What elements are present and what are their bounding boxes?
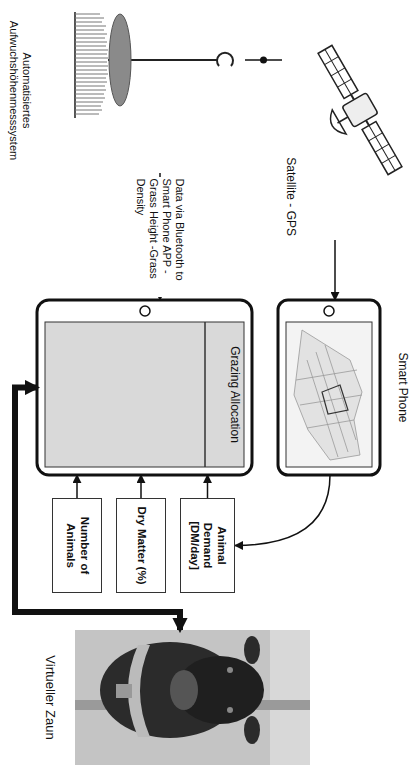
connector [235,475,330,546]
connector [245,57,282,64]
satellite-icon [297,42,407,186]
phone-node: Grazing Allocation [37,300,252,475]
connector-line [140,475,142,498]
input-box: Animal Demand [DM/day] [180,498,235,593]
connector-line [207,475,209,498]
node-label: Virtueller Zaun [42,630,58,765]
connector [141,475,142,498]
connector-line [235,475,330,546]
node-label: Smart Phone [396,300,410,475]
node-label: Animal Demand [DM/day] [187,504,228,587]
smartphone-icon [278,300,380,475]
input-box: Number of Animals [52,498,102,593]
connector [207,475,208,498]
node-label: Dry Matter (%) [134,507,148,585]
connector-line [334,240,336,300]
input-box: Dry Matter (%) [116,498,166,593]
node-label: Grazing Allocation [228,322,242,467]
photo-node: Virtueller Zaun [40,630,310,765]
satellite-node: Satellite - GPS [282,20,412,240]
connector-line [15,388,180,631]
connector-line [76,475,78,498]
edge-label: Data via Bluetooth to Smart Phone APP -G… [133,177,188,297]
double-arrow [15,388,180,631]
cow-photo [75,630,310,765]
connector [335,240,336,300]
sensor-icon [75,12,233,118]
connector [77,475,78,498]
node-label: Automatisiertes Aufwuchshöhenmesssystem [7,8,33,173]
connector-dot [260,57,267,64]
node-label: Satellite - GPS [284,157,298,236]
sensor-node: Automatisiertes Aufwuchshöhenmesssystem [5,8,245,173]
node-label: Number of Animals [63,504,91,587]
smartphone-icon [37,300,252,475]
phone-node: Smart Phone [277,300,412,475]
